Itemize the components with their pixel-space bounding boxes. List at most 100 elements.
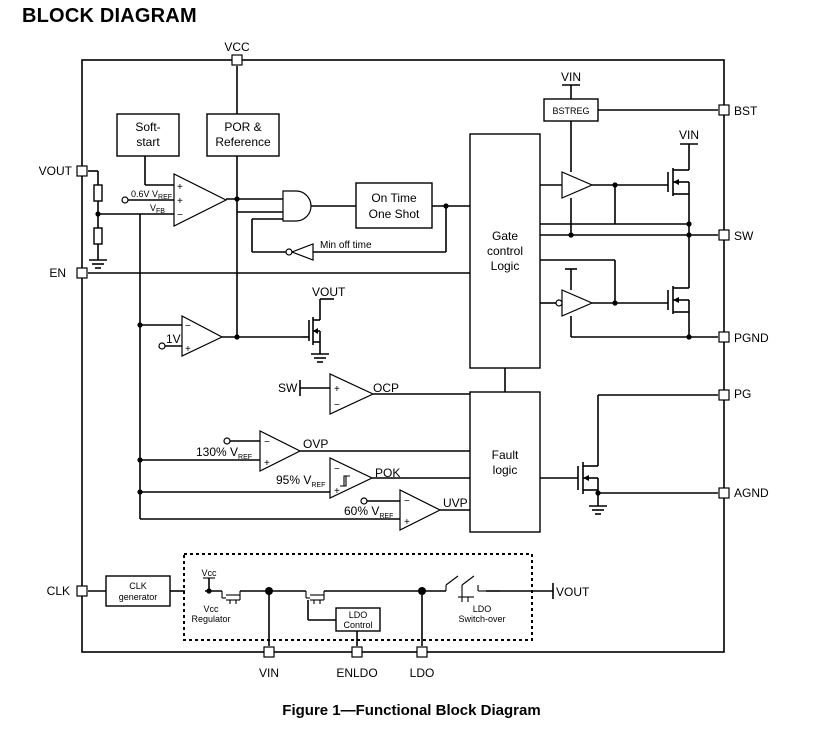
- and-gate: [282, 190, 312, 222]
- pin-en: [76, 267, 88, 279]
- high-side-driver: [561, 171, 594, 199]
- svg-text:−: −: [404, 496, 410, 507]
- pin-label-vin: VIN: [259, 666, 279, 680]
- ldo-switchover-label-2: Switch-over: [458, 614, 505, 624]
- por-reference-block: POR & Reference: [206, 113, 280, 157]
- soft-start-label-2: start: [136, 135, 160, 149]
- pin-ldo: [416, 646, 428, 658]
- soft-start-block: Soft- start: [116, 113, 180, 157]
- vcc-regulator-label-1: Vcc: [203, 604, 219, 614]
- pin-label-sw: SW: [734, 229, 754, 243]
- gate-control-label-1: Gate: [492, 229, 518, 243]
- pin-label-bst: BST: [734, 104, 758, 118]
- vcc-small-label: Vcc: [201, 568, 217, 578]
- clk-gen-label-2: generator: [119, 592, 158, 602]
- clk-generator-block: CLK generator: [105, 575, 171, 607]
- pin-sw: [718, 229, 730, 241]
- ldo-control-block: LDO Control: [335, 607, 381, 632]
- soft-start-label-1: Soft-: [135, 120, 160, 134]
- pin-vout: [76, 165, 88, 177]
- pin-pg: [718, 389, 730, 401]
- pin-label-en: EN: [49, 266, 66, 280]
- ocp-label: OCP: [373, 381, 399, 395]
- svg-text:+: +: [334, 486, 340, 497]
- por-label-2: Reference: [215, 135, 271, 149]
- min-off-time-buffer: [290, 243, 314, 261]
- on-time-label-1: On Time: [371, 191, 417, 205]
- ovp-comparator: [259, 430, 302, 472]
- ocp-comparator: [329, 373, 375, 415]
- pok-comparator: [329, 457, 374, 499]
- pin-pgnd: [718, 331, 730, 343]
- svg-text:+: +: [177, 196, 183, 207]
- svg-text:+: +: [177, 182, 183, 193]
- bstreg-label: BSTREG: [552, 106, 589, 116]
- vcc-regulator-label-2: Regulator: [191, 614, 230, 624]
- pin-label-agnd: AGND: [734, 486, 769, 500]
- ldo-switchover-switch: [445, 575, 486, 602]
- por-label-1: POR &: [224, 120, 261, 134]
- pin-label-enldo: ENLDO: [336, 666, 377, 680]
- uvp-comparator: [399, 489, 442, 531]
- vref-06-label: 0.6V VREF: [131, 189, 172, 201]
- vout-fet-label: VOUT: [312, 285, 346, 299]
- svg-text:−: −: [334, 464, 340, 475]
- page-title: BLOCK DIAGRAM: [22, 5, 197, 27]
- fault-logic-label-1: Fault: [492, 448, 519, 462]
- pg-mosfet: [577, 458, 599, 494]
- discharge-mosfet: [302, 298, 334, 345]
- pin-vin: [263, 646, 275, 658]
- gate-control-logic-block: Gate control Logic: [469, 133, 541, 369]
- wiring: [88, 66, 718, 646]
- svg-text:+: +: [264, 458, 270, 469]
- min-off-time-label: Min off time: [320, 240, 372, 251]
- uv-comparator-1v: [181, 315, 224, 357]
- ldo-switchover-label-1: LDO: [473, 604, 492, 614]
- sw-input-label: SW: [278, 381, 298, 395]
- svg-text:+: +: [185, 344, 191, 355]
- pin-label-vout: VOUT: [39, 164, 73, 178]
- svg-text:+: +: [334, 384, 340, 395]
- svg-text:−: −: [177, 210, 183, 221]
- low-side-mosfet: [667, 280, 690, 314]
- pin-label-ldo: LDO: [410, 666, 435, 680]
- pok-label: POK: [375, 466, 400, 480]
- ground-symbol-divider: [89, 259, 107, 269]
- ovp-label: OVP: [303, 437, 328, 451]
- pin-clk: [76, 585, 88, 597]
- vcc-regulator-mosfet: [221, 591, 241, 604]
- gate-control-label-2: control: [487, 244, 523, 258]
- pin-label-clk: CLK: [47, 584, 70, 598]
- svg-text:+: +: [404, 517, 410, 528]
- pin-enldo: [351, 646, 363, 658]
- junction-dots: [95, 182, 692, 595]
- vout-right-label: VOUT: [556, 585, 590, 599]
- figure-caption: Figure 1—Functional Block Diagram: [282, 702, 541, 719]
- ldo-control-label-2: Control: [343, 620, 372, 630]
- uvp-label: UVP: [443, 496, 468, 510]
- high-side-mosfet: [667, 143, 698, 196]
- ref-1v-label: 1V: [166, 332, 181, 346]
- pok-ref-label: 95% VREF: [276, 473, 325, 489]
- resistor-bottom: [93, 227, 103, 245]
- pin-bst: [718, 104, 730, 116]
- vref-node: [121, 196, 129, 204]
- ovp-ref-label: 130% VREF: [196, 445, 252, 461]
- pin-label-vcc: VCC: [224, 40, 250, 54]
- ldo-pass-mosfet: [305, 591, 325, 604]
- pin-label-pgnd: PGND: [734, 331, 769, 345]
- pin-agnd: [718, 487, 730, 499]
- gate-control-label-3: Logic: [491, 259, 520, 273]
- low-side-driver: [561, 289, 594, 317]
- clk-gen-label-1: CLK: [129, 581, 147, 591]
- ground-symbol-pg: [589, 505, 607, 515]
- svg-text:−: −: [334, 400, 340, 411]
- resistor-top: [93, 184, 103, 202]
- fault-logic-block: Fault logic: [469, 391, 541, 533]
- vin-hs-label: VIN: [679, 128, 699, 142]
- svg-text:−: −: [264, 437, 270, 448]
- bstreg-block: BSTREG: [543, 98, 599, 122]
- on-time-label-2: One Shot: [369, 207, 420, 221]
- vin-top-label: VIN: [561, 70, 581, 84]
